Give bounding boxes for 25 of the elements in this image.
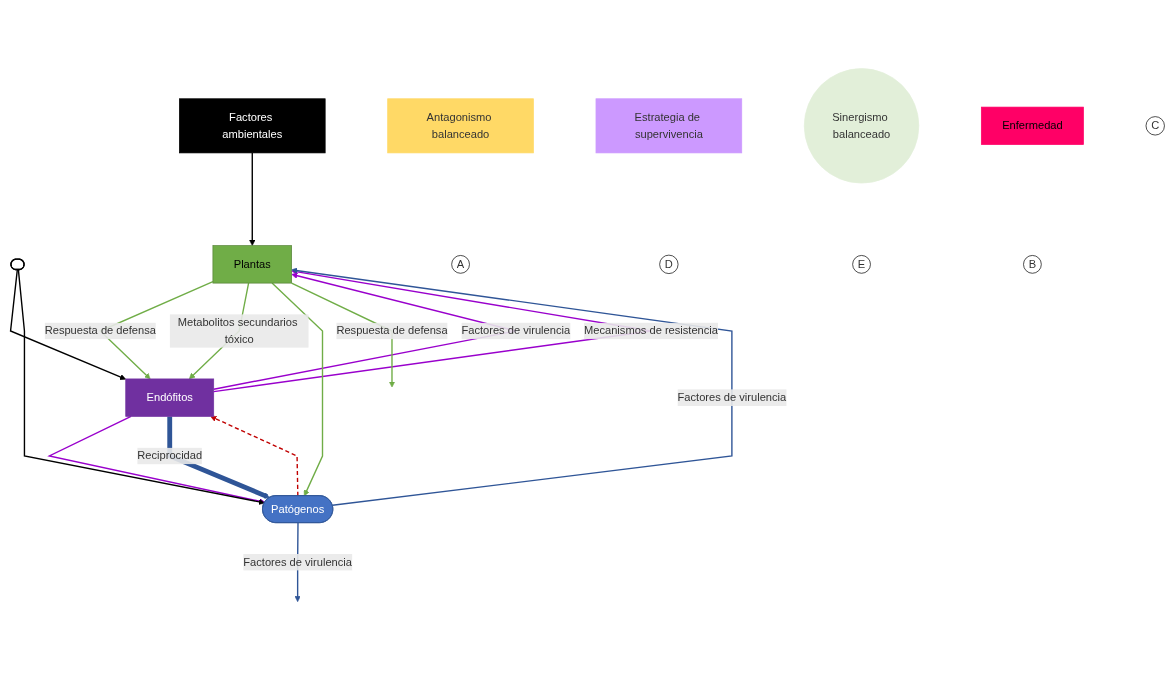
- node-box: Plantas: [212, 245, 292, 284]
- edge-label: Reciprocidad: [137, 450, 203, 462]
- arrow: [17, 269, 265, 506]
- edge-label: Factores de virulencia: [243, 556, 352, 569]
- edge-label: Factores de virulencia: [677, 391, 787, 404]
- node-box: Enfermedad: [980, 107, 1084, 146]
- node-box: Antagonismo balanceado: [387, 98, 534, 154]
- edge-label: Mecanismos de resistencia: [584, 325, 718, 337]
- arrow: [210, 416, 299, 497]
- node-box: Factores ambientales: [179, 98, 326, 154]
- edge-label: Metabolitos secundarios tóxico: [177, 316, 298, 346]
- node-circle: Sinergismo balanceado: [803, 68, 920, 184]
- edge-label: Respuesta de defensa: [44, 325, 156, 337]
- node-box: Estrategia de supervivencia: [595, 98, 743, 154]
- node-circle: E: [852, 255, 871, 275]
- edge-label: Factores de virulencia: [461, 325, 571, 337]
- node-box: Endófitos: [125, 379, 215, 418]
- arrow: [9, 269, 126, 381]
- arrow: [271, 282, 324, 497]
- arrow: [249, 152, 256, 247]
- node-circle: D: [659, 255, 679, 275]
- node-circle: A: [451, 255, 470, 275]
- node-circle: B: [1023, 255, 1042, 275]
- node-circle: C: [1145, 116, 1165, 136]
- edge-label: Respuesta de defensa: [336, 325, 448, 337]
